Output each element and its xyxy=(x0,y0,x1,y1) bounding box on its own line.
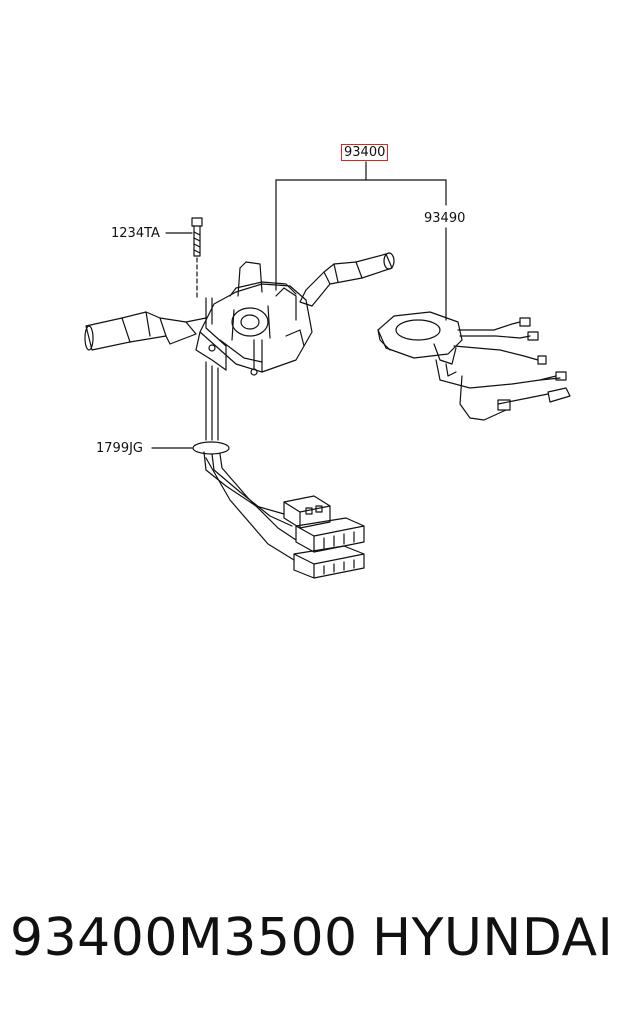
part-number-caption: 93400M3500 xyxy=(10,908,358,968)
clock-spring-part-label: 93490 xyxy=(424,211,466,226)
left-lever xyxy=(84,311,207,351)
bolt-1234ta xyxy=(191,217,203,301)
switch-body xyxy=(195,261,313,376)
callout-lines xyxy=(151,161,447,449)
brand-caption: HYUNDAI xyxy=(372,908,614,968)
right-lever xyxy=(299,252,395,307)
clip-part-label: 1799JG xyxy=(96,441,143,456)
parts-diagram xyxy=(84,161,571,579)
bolt-part-label: 1234TA xyxy=(111,226,160,241)
clock-spring xyxy=(377,311,571,421)
assembly-part-label: 93400 xyxy=(341,144,389,161)
harness-tube xyxy=(192,361,297,561)
connectors xyxy=(283,495,365,579)
